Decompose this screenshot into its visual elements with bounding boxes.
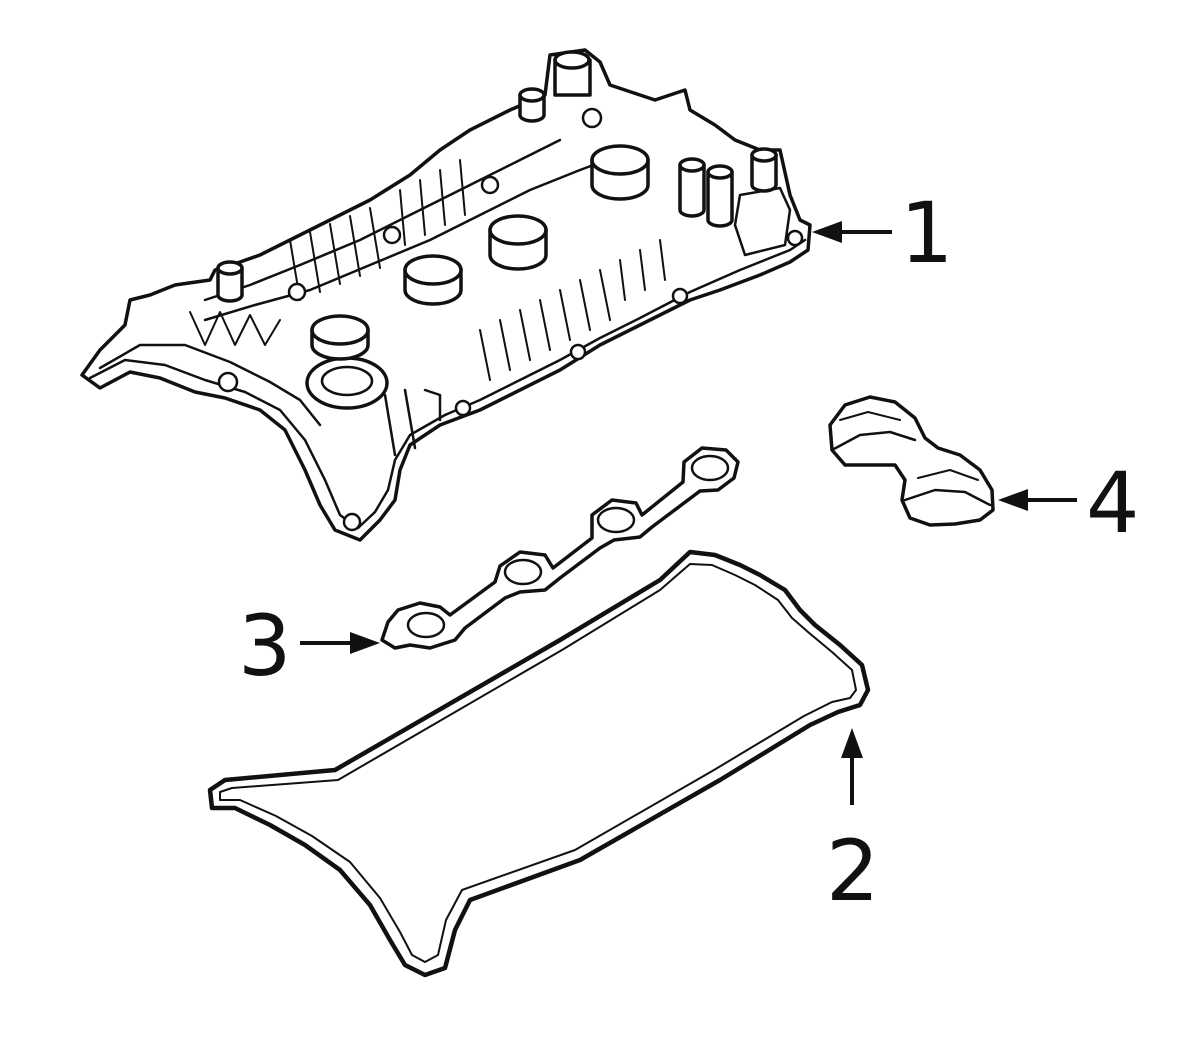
callout-3: 3 — [238, 597, 380, 695]
callout-4: 4 — [998, 454, 1139, 552]
callout-label-2: 2 — [826, 822, 879, 920]
spark-plug-seal-gasket-part — [380, 446, 740, 650]
callout-label-1: 1 — [900, 184, 953, 282]
arrowhead-3 — [350, 632, 380, 654]
valve-cover-gasket-part — [207, 549, 871, 978]
arrowhead-1 — [812, 221, 842, 243]
callout-label-3: 3 — [238, 597, 291, 695]
valve-cover-part — [80, 48, 812, 542]
tube-seal-part — [828, 395, 995, 527]
callout-1: 1 — [812, 184, 953, 282]
callout-label-4: 4 — [1086, 454, 1139, 552]
arrowhead-2 — [841, 728, 863, 758]
callout-2: 2 — [826, 728, 879, 920]
arrowhead-4 — [998, 489, 1028, 511]
